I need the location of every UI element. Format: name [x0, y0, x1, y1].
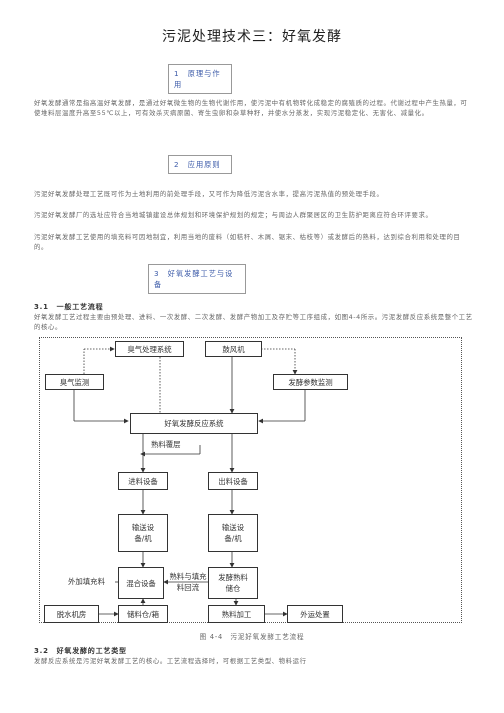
paragraph-process: 好氧发酵工艺过程主要由预处理、进料、一次发酵、二次发酵、发酵产物加工及存贮等工序… [34, 313, 473, 331]
left-conveyor-node: 输送设备/机 [118, 514, 168, 552]
paragraph-principle: 好氧发酵通常是指高温好氧发酵，是通过好氧微生物的生物代谢作用，使污泥中有机物转化… [34, 99, 468, 117]
mixing-equipment-node: 混合设备 [118, 567, 164, 599]
dewatering-room-node: 脱水机房 [44, 605, 99, 623]
page-title: 污泥处理技术三：好氧发酵 [162, 29, 342, 45]
subsection-heading-3-1: 3.1 一般工艺流程 [34, 303, 104, 311]
feed-equipment-node: 进料设备 [118, 472, 168, 490]
paragraph-application-a: 污泥好氧发酵处理工艺既可作为土地利用的前处理手段，又可作为降低污泥含水率，提高污… [34, 190, 384, 198]
transport-disposal-node: 外运处置 [287, 605, 343, 623]
odor-monitor-node: 臭气监测 [45, 374, 104, 390]
storage-silo-node: 储料仓/箱 [118, 605, 168, 623]
figure-caption: 图 4-4 污泥好氧发酵工艺流程 [199, 633, 305, 641]
product-processing-node: 熟料加工 [208, 605, 265, 623]
aerobic-fermentation-reactor-node: 好氧发酵反应系统 [130, 413, 258, 434]
subsection-heading-3-2: 3.2 好氧发酵的工艺类型 [34, 647, 127, 655]
fermentation-parameter-monitor-node: 发酵参数监测 [273, 374, 348, 390]
recycle-label: 熟料与填充料回流 [169, 572, 207, 592]
right-conveyor-node: 输送设备/机 [208, 514, 258, 552]
paragraph-application-b: 污泥好氧发酵厂的选址应符合当地城镇建设总体规划和环境保护规划的规定；与周边人群聚… [34, 211, 433, 219]
section-heading-2: 2 应用原则 [168, 155, 232, 174]
blower-node: 鼓风机 [205, 341, 262, 357]
exhaust-treatment-system-node: 臭气处理系统 [115, 341, 184, 357]
fermented-product-storage-node: 发酵熟料储仓 [208, 567, 258, 599]
paragraph-process-types: 发酵反应系统是污泥好氧发酵工艺的核心。工艺流程选择时，可根据工艺类型、物料运行 [34, 657, 307, 665]
external-filler-label: 外加填充料 [68, 576, 105, 587]
section-heading-1: 1 原理与作用 [168, 64, 232, 94]
discharge-equipment-node: 出料设备 [208, 472, 258, 490]
return-cover-label: 熟料覆层 [151, 439, 181, 450]
section-heading-3: 3 好氧发酵工艺与设备 [148, 264, 246, 294]
paragraph-application-c: 污泥好氧发酵工艺使用的填充料可因地制宜，利用当地的废料（如秸秆、木屑、锯末、枯枝… [34, 233, 461, 251]
